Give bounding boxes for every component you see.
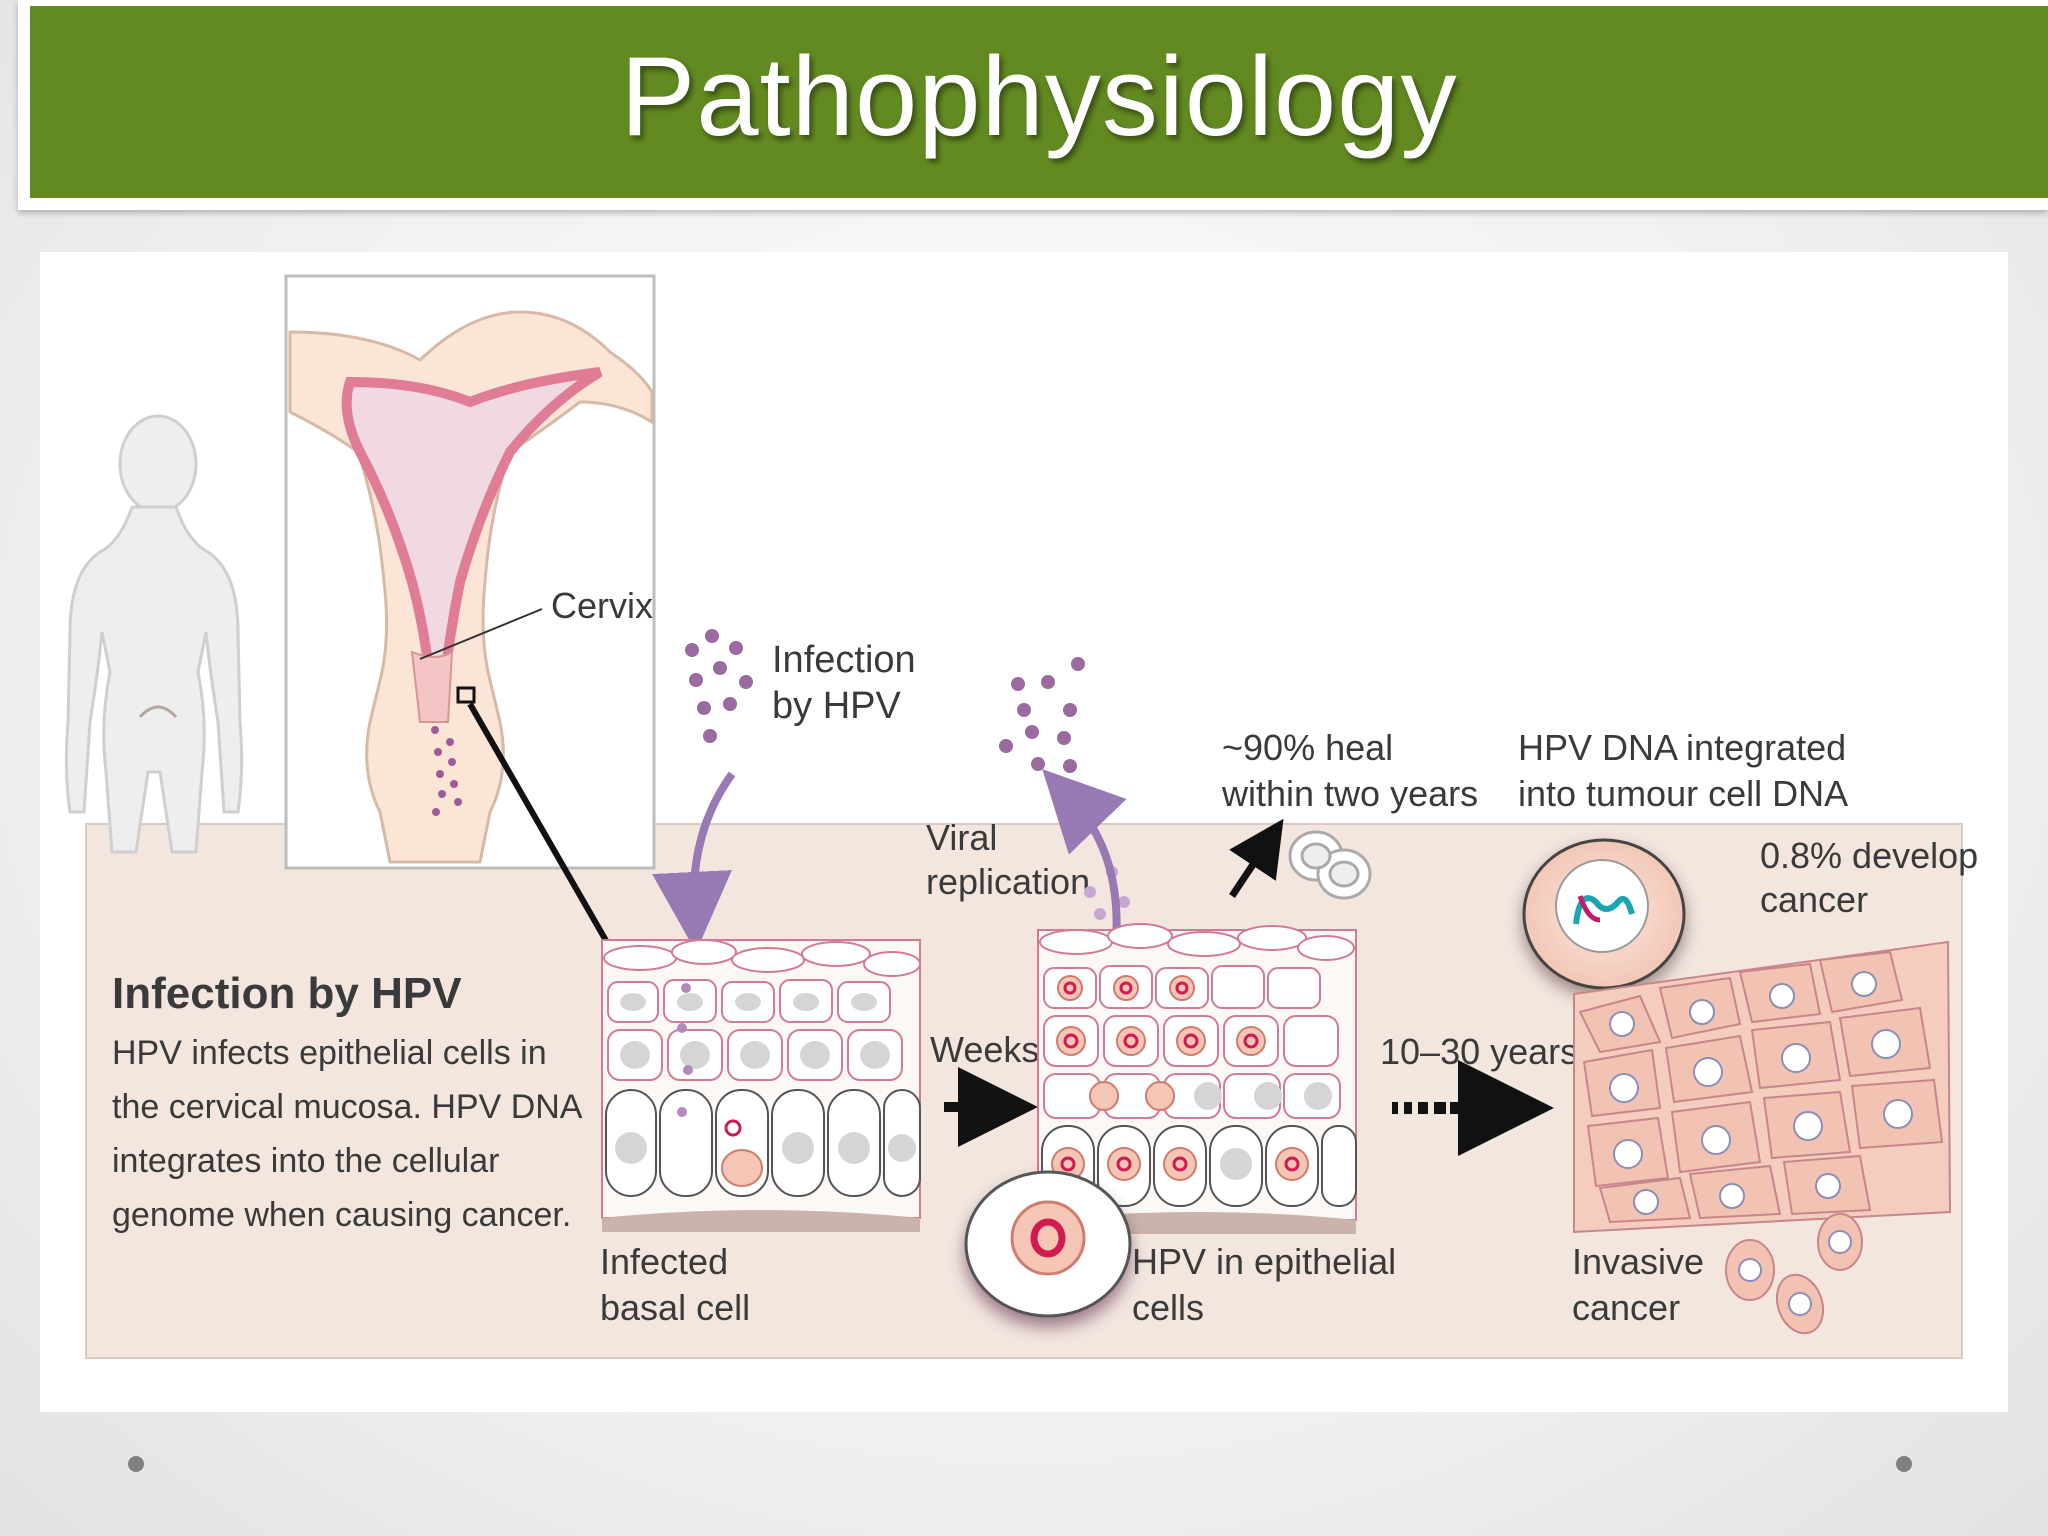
cervix-pointer [419, 608, 543, 660]
slide-dot-left [128, 1456, 144, 1472]
infobox-body: HPV infects epithelial cells in the cerv… [112, 1034, 590, 1234]
healed-cells-icon [1288, 830, 1372, 900]
slide-title: Pathophysiology [620, 33, 1458, 159]
basal-label: Infected basal cell [600, 1241, 750, 1328]
replication-arrow [1042, 769, 1127, 943]
nuclei [620, 993, 890, 1069]
squamous-cells [603, 939, 921, 977]
hpv-diagram: Cervix Infection by HPV [40, 252, 2008, 1412]
tumour-cell-zoom [1522, 838, 1686, 990]
entering-virus-dots [677, 983, 693, 1117]
weeks-label: Weeks [930, 1029, 1039, 1070]
heal-label: ~90% heal within two years [1221, 727, 1478, 814]
zoom-line [467, 702, 619, 960]
uterus-illustration [288, 310, 654, 864]
heal-arrow [1229, 818, 1284, 898]
epithelial-cell-zoom [964, 1170, 1132, 1318]
diagram-canvas: Cervix Infection by HPV [64, 274, 1988, 1359]
released-virus-dots [999, 657, 1085, 773]
cervix-label: Cervix [551, 585, 653, 626]
develop-label: 0.8% develop cancer [1760, 835, 1988, 920]
tissue-panel-basal [601, 939, 921, 1232]
uterus-virus-dots [431, 726, 462, 816]
slide-dot-right [1896, 1456, 1912, 1472]
viral-replication-label: Viral replication [926, 817, 1090, 902]
years-dashed-arrow [1392, 1060, 1554, 1156]
integrated-label: HPV DNA integrated into tumour cell DNA [1518, 727, 1856, 814]
woman-silhouette-icon [64, 414, 244, 854]
infected-basal-nucleus [721, 1149, 763, 1187]
invasive-label: Invasive cancer [1572, 1241, 1714, 1328]
tissue-panel-cancer [1573, 940, 1952, 1335]
epithelial-label: HPV in epithelial cells [1132, 1241, 1406, 1328]
basal-cells [605, 1089, 921, 1197]
tissue-panel-epithelial [1037, 923, 1357, 1234]
infobox-heading: Infection by HPV [112, 969, 462, 1018]
infection-virus-dots [685, 629, 753, 743]
infection-arrow [652, 771, 736, 952]
years-label: 10–30 years [1380, 1031, 1578, 1072]
title-bar: Pathophysiology [30, 6, 2048, 198]
infection-label: Infection by HPV [772, 639, 926, 727]
cervix-zoom-box [456, 686, 476, 704]
